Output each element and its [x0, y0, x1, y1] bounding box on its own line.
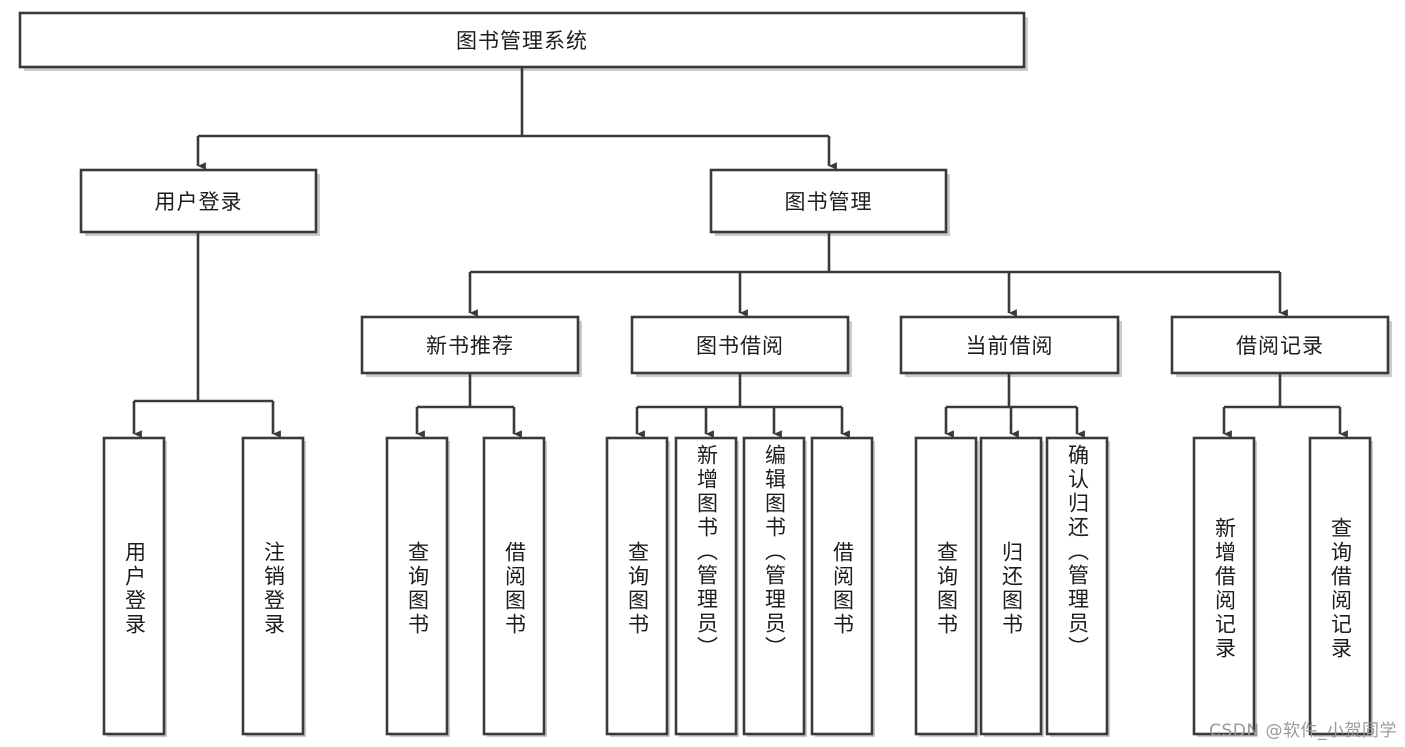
node-leaf-confirm-return[interactable] [1045, 436, 1109, 736]
leaf-label-add-book: 新增图书（管理员） [694, 444, 719, 660]
label-book-manage: 图书管理 [784, 190, 873, 214]
node-leaf-query-record[interactable] [1308, 436, 1372, 736]
node-leaf-borrow-book-1[interactable] [482, 436, 546, 736]
leaf-label-borrow-book-1: 借阅图书 [502, 541, 527, 637]
node-leaf-borrow-book-2[interactable] [810, 436, 874, 736]
leaf-add-book[interactable]: 新增图书（管理员） [676, 438, 736, 734]
label-borrow-record: 借阅记录 [1236, 334, 1324, 358]
leaf-return-book[interactable]: 归还图书 [981, 438, 1041, 734]
label-new-book-rec: 新书推荐 [426, 334, 514, 358]
watermark-text: CSDN @软件_小贺同学 [1209, 721, 1397, 741]
leaf-query-book-3[interactable]: 查询图书 [916, 438, 976, 734]
leaf-borrow-book-1[interactable]: 借阅图书 [484, 438, 544, 734]
node-book-borrow[interactable] [630, 315, 850, 375]
node-leaf-query-book-3[interactable] [914, 436, 978, 736]
label-user-login: 用户登录 [154, 190, 243, 214]
node-current-borrow[interactable] [899, 315, 1120, 375]
label-root: 图书管理系统 [456, 29, 588, 53]
leaf-label-query-book-2: 查询图书 [625, 541, 650, 637]
leaf-label-edit-book: 编辑图书（管理员） [762, 444, 787, 660]
node-leaf-query-book-1[interactable] [385, 436, 449, 736]
leaf-label-add-record: 新增借阅记录 [1212, 517, 1237, 661]
leaf-label-query-record: 查询借阅记录 [1328, 517, 1353, 661]
leaf-label-query-book-1: 查询图书 [405, 541, 430, 637]
leaf-label-confirm-return: 确认归还（管理员） [1065, 444, 1090, 660]
node-leaf-add-record[interactable] [1192, 436, 1256, 736]
leaf-label-user-login: 用户登录 [122, 541, 147, 637]
leaf-label-borrow-book-2: 借阅图书 [830, 541, 855, 637]
leaf-label-query-book-3: 查询图书 [934, 541, 959, 637]
leaf-borrow-book-2[interactable]: 借阅图书 [812, 438, 872, 734]
node-book-manage[interactable] [709, 168, 948, 234]
leaf-confirm-return[interactable]: 确认归还（管理员） [1047, 438, 1107, 734]
node-leaf-user-logout[interactable] [241, 436, 305, 736]
node-leaf-user-login[interactable] [102, 436, 166, 736]
node-rects [18, 11, 1390, 736]
node-root[interactable] [18, 11, 1026, 69]
node-leaf-add-book[interactable] [674, 436, 738, 736]
leaf-user-login[interactable]: 用户登录 [104, 438, 164, 734]
node-user-login[interactable] [79, 168, 318, 234]
leaf-query-book-2[interactable]: 查询图书 [607, 438, 667, 734]
node-new-book-rec[interactable] [360, 315, 580, 375]
leaf-label-return-book: 归还图书 [999, 541, 1024, 637]
node-leaf-query-book-2[interactable] [605, 436, 669, 736]
node-leaf-edit-book[interactable] [742, 436, 806, 736]
label-current-borrow: 当前借阅 [965, 334, 1054, 358]
leaf-query-record[interactable]: 查询借阅记录 [1310, 438, 1370, 734]
node-leaf-return-book[interactable] [979, 436, 1043, 736]
leaf-edit-book[interactable]: 编辑图书（管理员） [744, 438, 804, 734]
connector-edges [132, 67, 1348, 438]
leaf-query-book-1[interactable]: 查询图书 [387, 438, 447, 734]
leaf-add-record[interactable]: 新增借阅记录 [1194, 438, 1254, 734]
node-borrow-record[interactable] [1170, 315, 1390, 375]
leaf-user-logout[interactable]: 注销登录 [243, 438, 303, 734]
label-book-borrow: 图书借阅 [696, 334, 784, 358]
leaf-label-user-logout: 注销登录 [261, 541, 286, 637]
